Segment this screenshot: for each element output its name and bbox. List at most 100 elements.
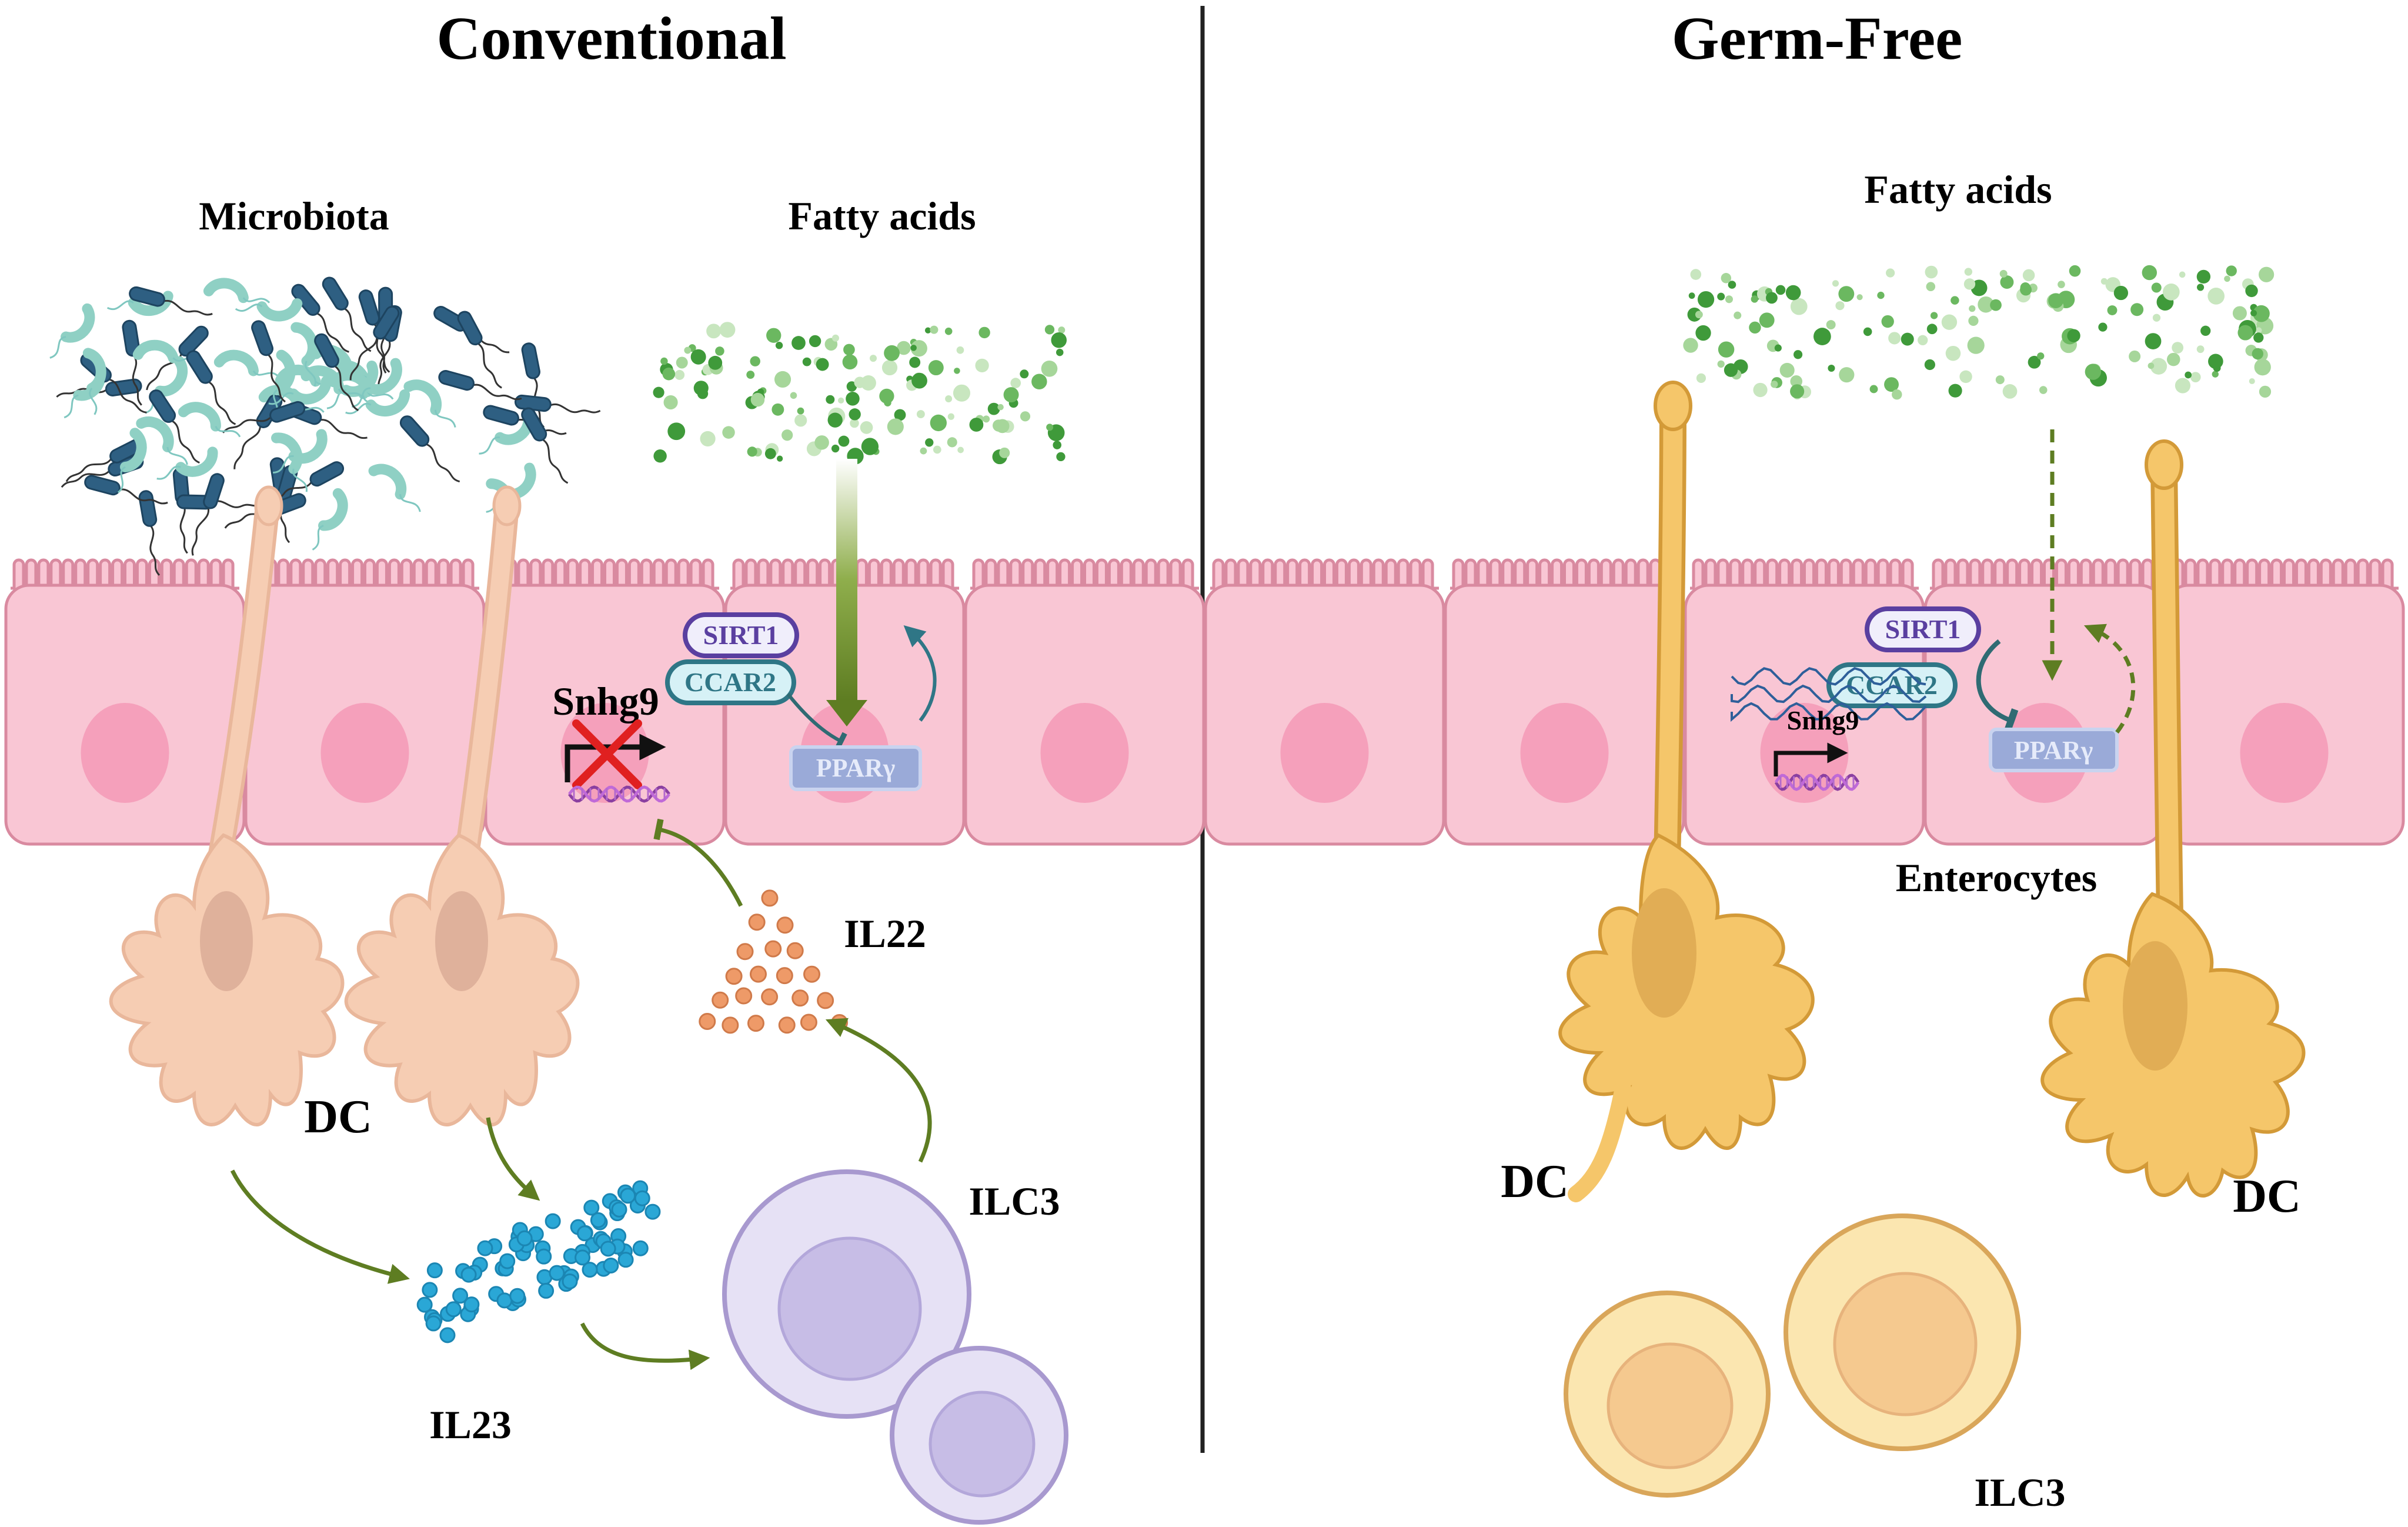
fatty-acid-dot [1044, 325, 1055, 335]
fatty-acid-dot [2000, 275, 2014, 289]
fatty-acid-dot [1771, 381, 1778, 388]
fatty-acid-dot [1696, 373, 1706, 383]
fatty-acid-dot [1951, 296, 1959, 305]
il23-dot [600, 1241, 616, 1257]
fatty-acid-dot [722, 426, 735, 439]
fatty-acid-dot [897, 341, 911, 355]
fatty-acid-dot [1794, 350, 1803, 359]
il22-dot [764, 940, 782, 958]
ilc3-conventional-small [890, 1346, 1068, 1525]
inhibition-cross-icon [572, 719, 642, 789]
fatty-acid-dot [684, 346, 692, 354]
bacteria-icon [186, 350, 236, 425]
bacteria-icon [312, 488, 348, 551]
fatty-acid-dot [1041, 360, 1058, 377]
il23-dot [536, 1248, 552, 1265]
il22-dot [699, 1012, 716, 1030]
fatty-acid-dot [750, 356, 760, 366]
fatty-acid-dot [1930, 312, 1938, 319]
il23-dot [583, 1199, 600, 1216]
fatty-acid-dot [2107, 305, 2118, 315]
fatty-acid-dot [1717, 292, 1725, 301]
il22-dot [748, 913, 766, 931]
fatty-acid-dot [1925, 265, 1938, 279]
fatty-acid-dot [1978, 296, 1994, 313]
fatty-acid-dot [2028, 355, 2041, 369]
fatty-acid-dot [925, 438, 934, 447]
fatty-acid-dot [2226, 265, 2237, 276]
il23-dot [617, 1252, 634, 1268]
ilc3-label-germfree: ILC3 [1975, 1470, 2066, 1515]
fatty-acid-dot [2256, 327, 2262, 334]
fatty-acid-dot [910, 340, 927, 357]
fatty-acid-dot [995, 419, 1010, 434]
bacteria-icon [368, 464, 421, 512]
enterocyte-cell [964, 558, 1205, 846]
il23-dot [463, 1296, 480, 1313]
il23-dot [439, 1327, 456, 1343]
fatty-acid-dot [2129, 350, 2141, 362]
il23-dot [611, 1201, 627, 1218]
fatty-acid-dot [1749, 321, 1761, 334]
fatty-acid-dot [1734, 311, 1742, 319]
fatty-acid-dot [999, 447, 1010, 458]
fatty-acid-dot [1838, 286, 1855, 302]
fatty-acid-dot [2212, 371, 2219, 378]
il22-dot [747, 1015, 764, 1032]
nucleus [320, 703, 409, 803]
fatty-acid-dot [764, 448, 776, 459]
fatty-acid-dot [928, 360, 944, 376]
fatty-acid-dot [2232, 306, 2247, 321]
il23-dot [620, 1188, 636, 1204]
bacteria-icon [314, 333, 359, 411]
fatty-acid-dot [924, 327, 931, 334]
fatty-acid-dot [797, 407, 804, 415]
fatty-acid-dot [2196, 345, 2205, 354]
svg-text:CCAR2: CCAR2 [684, 667, 776, 697]
fatty-acid-dot [997, 404, 1004, 411]
fatty-acid-dot [2208, 354, 2223, 369]
fatty-acid-dot [894, 409, 906, 421]
il22-inhibits-snhg9-arrow [653, 818, 743, 907]
fatty-acid-dot [846, 392, 860, 406]
fatty-acid-dot [766, 328, 781, 343]
fatty-acid-dot [983, 415, 990, 423]
il23-dot [634, 1190, 650, 1206]
fatty-acid-dot [2253, 332, 2264, 343]
fatty-acid-dot [1774, 344, 1782, 352]
il23-dot [452, 1288, 469, 1304]
fatty-acid-dot [1003, 387, 1019, 403]
fatty-acid-dot [978, 326, 990, 339]
ilc3-germfree-right [1784, 1213, 2021, 1451]
bacteria-icon [438, 370, 522, 401]
fatty-acid-dot [816, 358, 829, 371]
il23-dot [416, 1296, 433, 1313]
fatty-acid-dot [2085, 364, 2102, 380]
il22-dot [736, 943, 754, 961]
fatty-acid-dot [663, 395, 678, 410]
bacteria-icon [521, 407, 569, 484]
fatty-acid-dot [1881, 315, 1894, 328]
il23-dot [576, 1225, 593, 1242]
il22-dot [817, 992, 834, 1009]
bacteria-icon [290, 322, 318, 387]
dna-icon [568, 785, 670, 803]
fatty-acid-dot [1718, 341, 1735, 358]
bacteria-icon [251, 320, 286, 403]
fatty-acid-dot [1775, 285, 1786, 295]
il22-dot [786, 942, 804, 959]
fatty-acid-dot [2254, 359, 2271, 376]
enterocyte-cell [1444, 558, 1685, 846]
ccar2-protein-left: CCAR2 [665, 659, 796, 705]
fatty-acid-dot [1901, 332, 1914, 346]
fatty-acid-dot [674, 369, 685, 380]
bacteria-icon [149, 389, 200, 464]
microbiota-label: Microbiota [199, 194, 389, 238]
fatty-acid-dot [1717, 360, 1725, 368]
fatty-acid-dot [2058, 281, 2065, 288]
ilc3-conventional-large [722, 1169, 971, 1419]
panel-title-conventional: Conventional [436, 5, 786, 72]
fatty-acid-dot [1813, 328, 1831, 345]
fatty-acid-dot [1785, 285, 1801, 301]
bacteria-icon [345, 389, 410, 416]
